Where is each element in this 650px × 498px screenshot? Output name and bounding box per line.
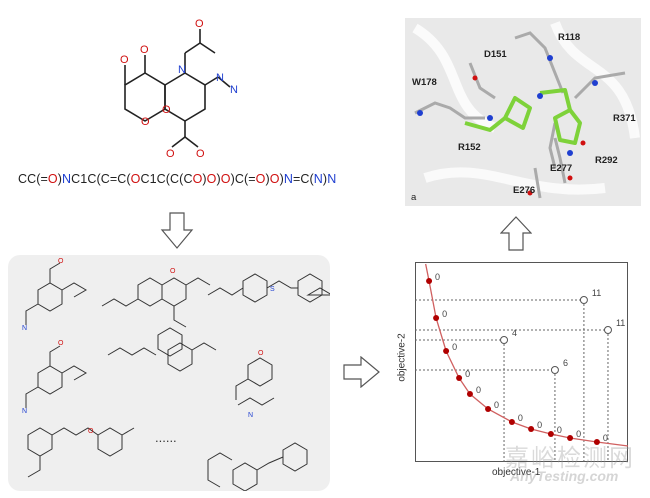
smiles-segment: ) <box>279 172 284 186</box>
svg-text:O: O <box>88 428 94 435</box>
svg-text:O: O <box>195 18 204 30</box>
smiles-segment: ) <box>265 172 270 186</box>
svg-text:O: O <box>258 350 264 357</box>
up-arrow-icon <box>500 216 532 251</box>
residue-label: R152 <box>458 142 481 153</box>
svg-text:O: O <box>166 148 175 160</box>
residue-label: E276 <box>513 185 536 196</box>
x-axis-label: objective-1 <box>492 467 541 478</box>
residue-label: R118 <box>558 32 581 43</box>
smiles-segment: O <box>255 172 266 186</box>
smiles-segment: ) <box>202 172 207 186</box>
smiles-segment: N <box>327 172 337 186</box>
panel-label: a <box>411 192 417 203</box>
smiles-segment: ) <box>57 172 63 186</box>
svg-text:O: O <box>58 258 64 265</box>
pareto-plot-frame <box>415 262 628 462</box>
smiles-segment: C1C(C=C( <box>71 172 131 186</box>
residue-label: R292 <box>595 155 618 166</box>
svg-text:N: N <box>230 84 238 96</box>
smiles-segment: ) <box>322 172 328 186</box>
svg-text:N: N <box>248 412 253 419</box>
svg-text:N: N <box>178 64 186 76</box>
svg-text:O: O <box>170 268 176 275</box>
residue-label: D151 <box>484 49 507 60</box>
docking-render <box>412 21 640 199</box>
svg-text:O: O <box>120 54 129 66</box>
smiles-segment: CC(= <box>18 172 48 186</box>
svg-text:O: O <box>196 148 205 160</box>
watermark-en: AnyTesting.com <box>510 468 619 484</box>
smiles-segment: =C( <box>292 172 314 186</box>
molecule-sketches: O O N O O S N O N <box>22 258 334 492</box>
smiles-segment: O <box>220 172 231 186</box>
smiles-segment: O <box>47 172 58 186</box>
svg-text:O: O <box>162 104 171 116</box>
y-axis-label: objective-2 <box>396 333 408 382</box>
protein-docking-image: R118 D151 W178 R371 R152 R292 E277 E276 … <box>405 18 641 206</box>
smiles-segment: O <box>269 172 280 186</box>
residue-label: R371 <box>613 113 636 124</box>
right-arrow-icon <box>343 356 380 388</box>
smiles-segment: ) <box>216 172 221 186</box>
smiles-segment: O <box>130 172 141 186</box>
smiles-segment: O <box>192 172 203 186</box>
residue-label: E277 <box>550 163 573 174</box>
svg-text:S: S <box>270 286 275 293</box>
svg-text:O: O <box>141 116 150 128</box>
svg-text:N: N <box>22 325 27 332</box>
svg-text:N: N <box>22 408 27 415</box>
generated-molecule-library: O O N O O S N O N ...... <box>8 255 334 492</box>
svg-text:O: O <box>58 340 64 347</box>
more-molecules-ellipsis: ...... <box>155 430 177 445</box>
smiles-segment: )C(= <box>230 172 256 186</box>
watermark-cn: 嘉峪检测网 <box>505 445 635 472</box>
smiles-segment: N <box>62 172 72 186</box>
smiles-segment: N <box>283 172 293 186</box>
residue-label: W178 <box>412 77 437 88</box>
smiles-segment: C1C(C(C <box>140 172 193 186</box>
svg-text:N: N <box>216 72 224 84</box>
smiles-string: CC(=O)NC1C(C=C(OC1C(C(CO)O)O)C(=O)O)N=C(… <box>18 172 336 186</box>
smiles-segment: N <box>313 172 323 186</box>
svg-text:O: O <box>140 44 149 56</box>
down-arrow-icon <box>160 212 194 249</box>
smiles-segment: O <box>206 172 217 186</box>
